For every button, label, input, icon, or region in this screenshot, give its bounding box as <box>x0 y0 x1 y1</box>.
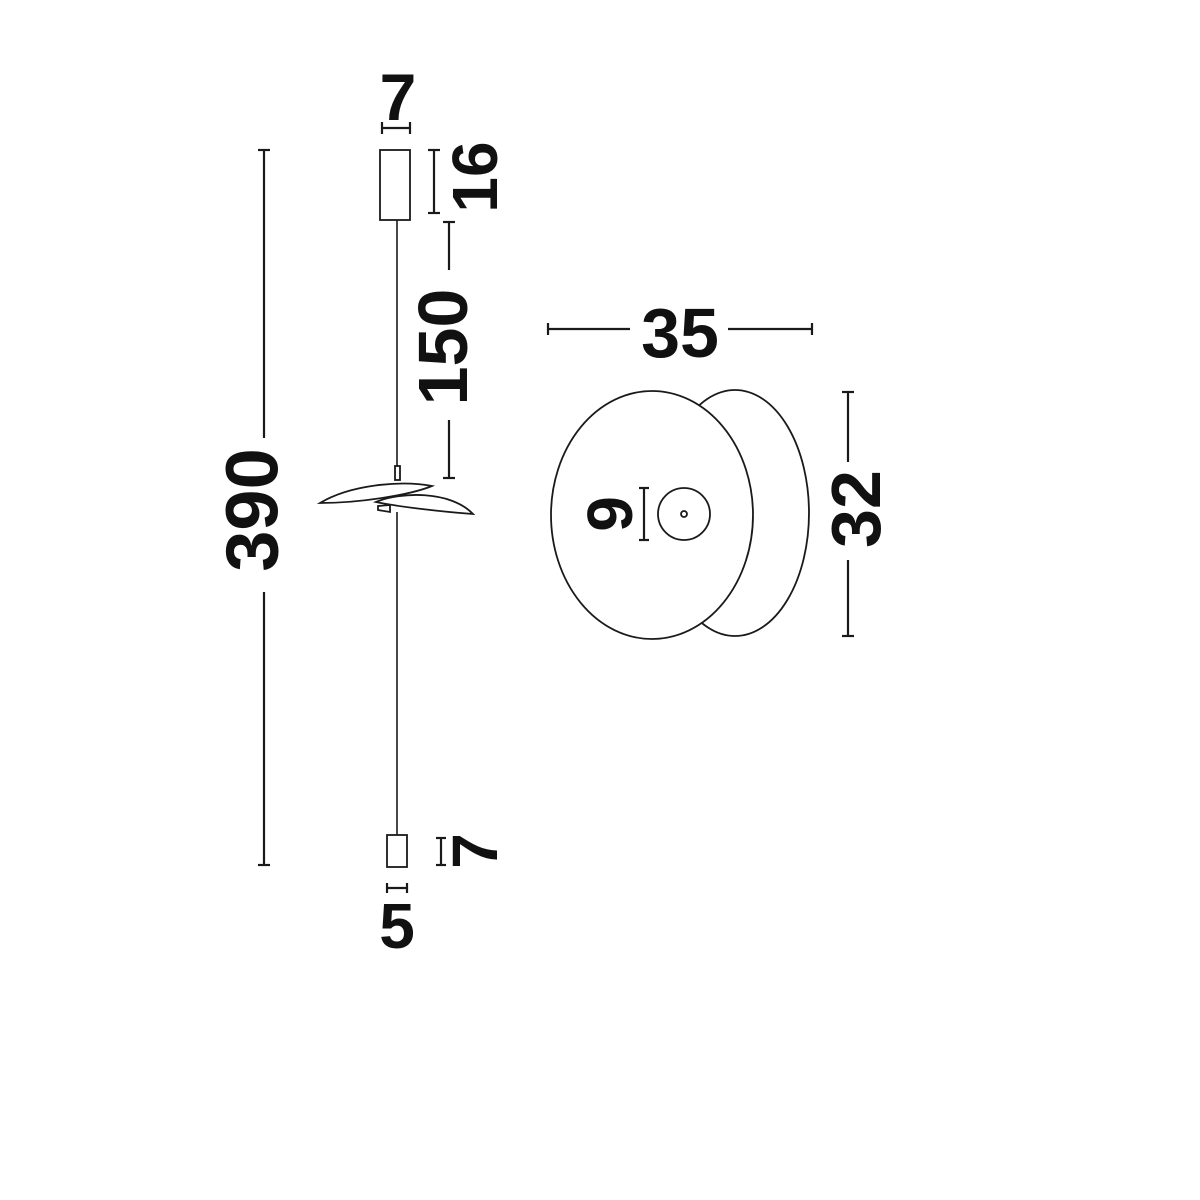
ceiling-canopy <box>379 149 411 221</box>
cable-length-dimension: 150 <box>404 220 482 480</box>
shade-height-dimension: 32 <box>817 390 895 638</box>
shade-height-label: 32 <box>817 470 895 548</box>
front-view: 35 9 32 <box>546 294 895 640</box>
shade-width-label: 35 <box>641 294 719 372</box>
center-disc-dimension: 9 <box>574 486 649 542</box>
weight-width-label: 5 <box>379 890 415 962</box>
weight-height-dimension: 7 <box>436 833 511 869</box>
side-view: 390 7 16 150 <box>211 60 512 962</box>
center-hole <box>680 510 688 518</box>
canopy-width-dimension: 7 <box>380 60 417 134</box>
weight-width-dimension: 5 <box>379 883 415 962</box>
total-height-dimension: 390 <box>211 148 294 867</box>
canopy-height-dimension: 16 <box>428 141 511 215</box>
front-disc <box>550 390 754 640</box>
cable-length-label: 150 <box>404 289 482 406</box>
total-height-label: 390 <box>211 448 294 571</box>
weight-height-label: 7 <box>439 833 511 869</box>
shade-width-dimension: 35 <box>546 294 814 372</box>
shade-discs <box>550 389 810 640</box>
lamp-shade-profile <box>316 465 476 516</box>
cable-weight <box>386 834 408 868</box>
canopy-height-label: 16 <box>439 141 511 212</box>
center-disc-label: 9 <box>574 496 646 532</box>
canopy-width-label: 7 <box>380 60 417 134</box>
